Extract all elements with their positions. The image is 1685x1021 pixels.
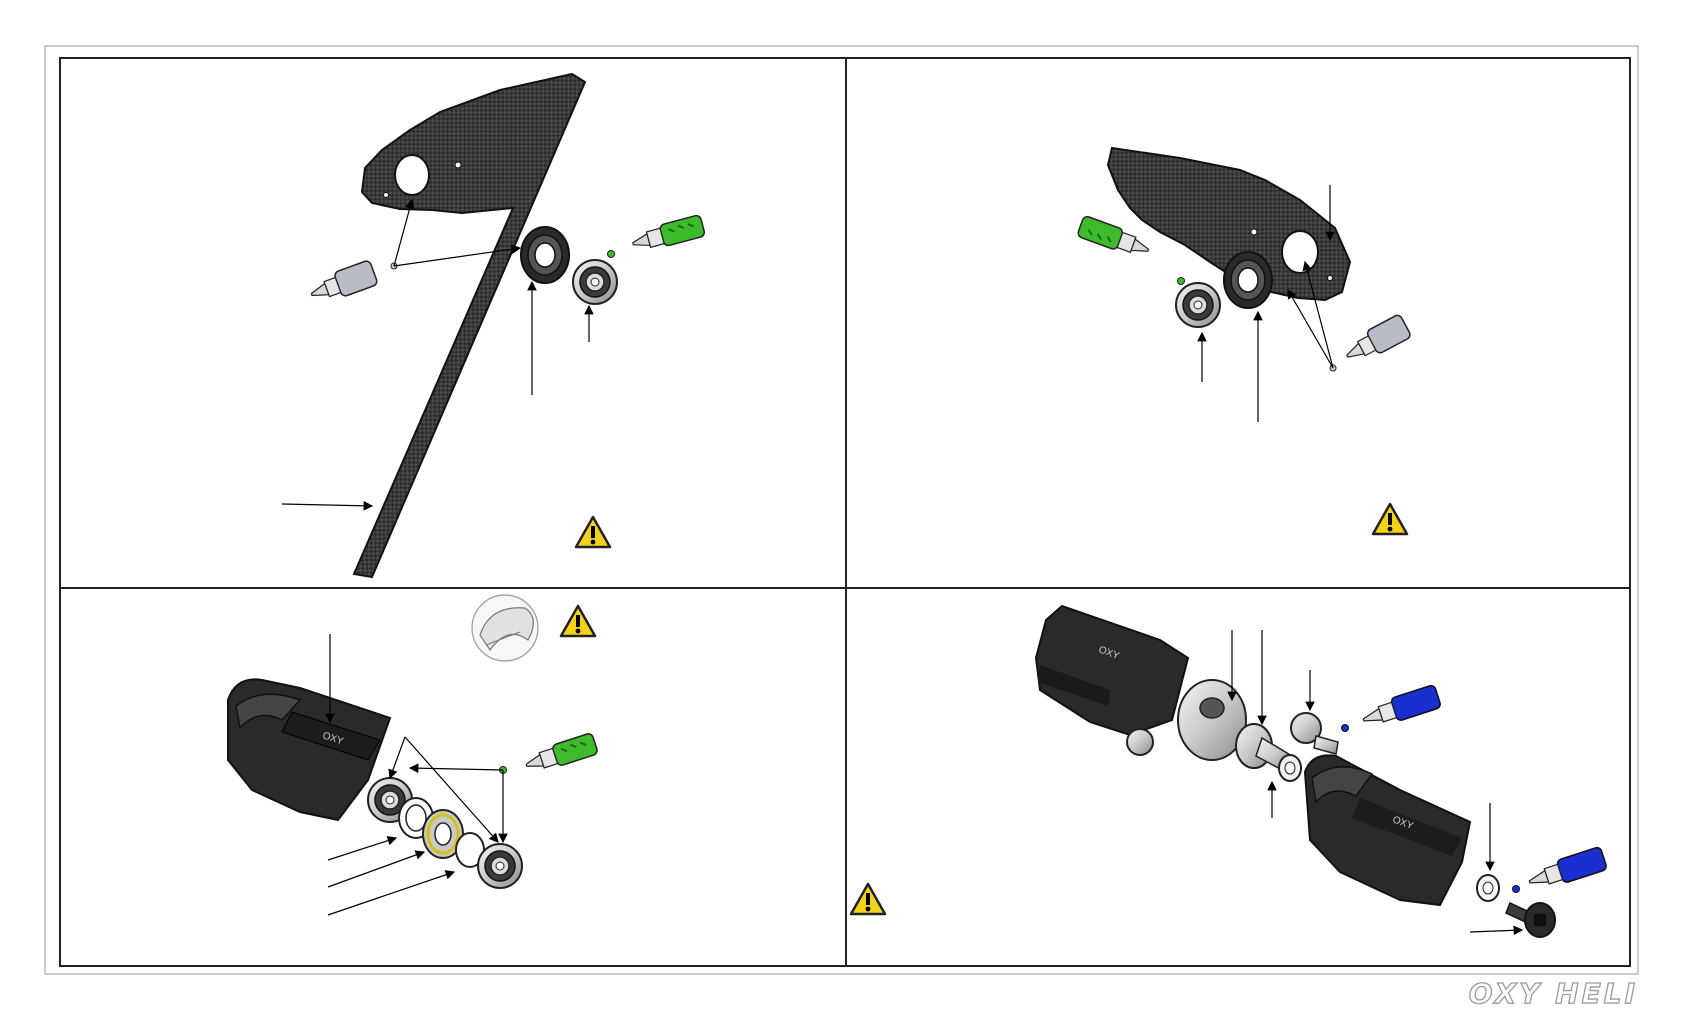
ball-bearing (573, 260, 617, 304)
warning-icon (576, 517, 610, 547)
warning-icon (1373, 504, 1407, 534)
blade-grip: OXY (1305, 755, 1470, 905)
carbon-tail-frame (354, 74, 585, 577)
blade-grip: OXY (1036, 606, 1188, 735)
bearing (478, 844, 522, 888)
panel-bottom-left: OXY (228, 595, 598, 915)
ball-bearing (1176, 283, 1220, 327)
panel-top-right (1077, 148, 1412, 534)
panel-top-left (282, 74, 705, 577)
blue-threadlock-bottle (1360, 684, 1442, 731)
grey-glue-bottle (1341, 314, 1411, 368)
green-threadlock-bottle (1077, 215, 1152, 260)
frame-bearing-hole (1282, 231, 1318, 273)
grey-glue-bottle (307, 260, 378, 307)
panel-bottom-right: OXY OXY (851, 606, 1607, 937)
green-threadlock-bottle (523, 733, 598, 776)
blade-grip: OXY (228, 679, 390, 820)
warning-icon (851, 884, 885, 914)
warning-icon (561, 606, 595, 636)
green-threadlock-bottle (630, 215, 705, 255)
brand-logo: OXY HELI (1469, 977, 1638, 1010)
flanged-bushing (1224, 252, 1272, 308)
cap-screw (1506, 903, 1555, 937)
blue-threadlock-bottle (1526, 846, 1608, 893)
detail-inset (472, 595, 538, 661)
ball-link (1291, 713, 1338, 754)
frame-bearing-hole (395, 155, 429, 195)
flanged-bushing (521, 227, 569, 283)
